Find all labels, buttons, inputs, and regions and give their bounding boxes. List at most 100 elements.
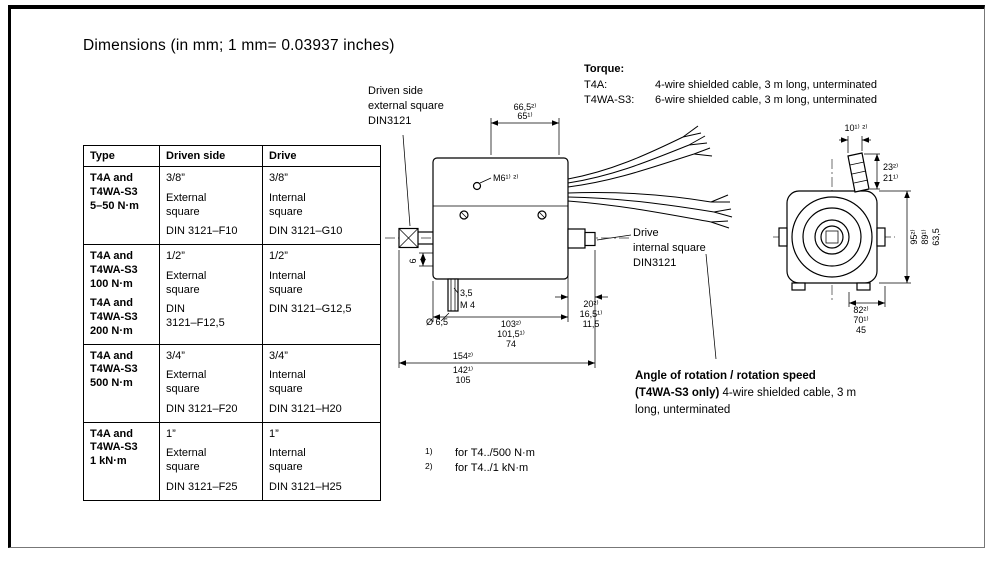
- angle-model: (T4WA-S3 only): [635, 387, 720, 399]
- mounting-tab: [778, 227, 788, 247]
- cell-line: DIN 3121–F10: [166, 225, 238, 238]
- cell-type: T4A and T4WA-S3 100 N·m T4A and T4WA-S3 …: [83, 244, 160, 345]
- cell-line: DIN 3121–H25: [269, 480, 342, 493]
- table-row: T4A and T4WA-S3 1 kN·m 1” External squar…: [83, 421, 381, 501]
- footnote-marker: 2): [425, 461, 433, 471]
- torque-title: Torque:: [584, 63, 625, 75]
- angle-text: long, unterminated: [635, 404, 731, 416]
- dim-length-mid: 103²⁾: [501, 319, 521, 329]
- page-title: Dimensions (in mm; 1 mm= 0.03937 inches): [83, 37, 395, 54]
- cell-line: DIN 3121–G12,5: [269, 303, 352, 316]
- cell-line: External square: [166, 191, 207, 218]
- cell-driven-side: 1” External square DIN 3121–F25: [159, 421, 263, 501]
- footnotes: 1)for T4../500 N·m 2) for T4../1 kN·m: [425, 446, 535, 476]
- cell-line: DIN 3121–H20: [269, 402, 342, 415]
- torque-row-text: 4-wire shielded cable, 3 m long, untermi…: [655, 78, 877, 91]
- technical-drawing: 66,5²⁾ 65¹⁾ M6¹⁾ ²⁾ 6 3,5 M 4 Ø 6,5: [385, 102, 941, 385]
- footnote-text: for T4../1 kN·m: [455, 462, 529, 474]
- cell-line: 3/4”: [269, 349, 288, 362]
- angle-text: 4-wire shielded cable, 3 m: [719, 387, 857, 399]
- mounting-tab: [876, 227, 886, 247]
- dim-m6: M6¹⁾ ²⁾: [493, 173, 518, 183]
- torque-row: T4WA-S3: 6-wire shielded cable, 3 m long,…: [584, 93, 877, 109]
- page-frame: Dimensions (in mm; 1 mm= 0.03937 inches)…: [8, 5, 985, 548]
- cell-drive: 1” Internal square DIN 3121–H25: [262, 421, 381, 501]
- dim-length-mid: 101,5¹⁾: [497, 329, 525, 339]
- cell-driven-side: 3/4” External square DIN 3121–F20: [159, 343, 263, 423]
- footnote: 1)for T4../500 N·m: [425, 446, 535, 461]
- side-view-dimensions: 66,5²⁾ 65¹⁾ M6¹⁾ ²⁾ 6 3,5 M 4 Ø 6,5: [398, 102, 608, 385]
- front-view-drawing: [773, 152, 895, 301]
- cell-line: 1/2”: [269, 250, 288, 262]
- cell-line: 1”: [269, 427, 279, 440]
- angle-title: Angle of rotation / rotation speed: [635, 370, 816, 382]
- dim-gland-height: 21¹⁾: [883, 173, 898, 183]
- dim-gland-width: 10¹⁾ ²⁾: [845, 123, 868, 133]
- table-row: T4A and T4WA-S3 5–50 N·m 3/8” External s…: [83, 166, 381, 245]
- dim-pin-diameter: Ø 6,5: [426, 317, 448, 327]
- footnote: 2) for T4../1 kN·m: [425, 461, 535, 476]
- cell-line: Internal square: [269, 447, 306, 473]
- type-text: T4A and T4WA-S3 200 N·m: [90, 297, 138, 337]
- dim-front-width: 45: [856, 325, 866, 335]
- dim-length-total: 154²⁾: [453, 351, 473, 361]
- foot: [791, 282, 806, 291]
- foot: [856, 282, 871, 291]
- side-view-drawing: [385, 125, 733, 312]
- angle-of-rotation-note: Angle of rotation / rotation speed (T4WA…: [635, 368, 856, 419]
- cell-type: T4A and T4WA-S3 5–50 N·m: [83, 166, 160, 245]
- cell-line: 3/8”: [166, 172, 185, 184]
- dim-stub: 20²⁾: [583, 299, 598, 309]
- dim-pin-thread: M 4: [460, 300, 475, 310]
- cell-line: 1”: [166, 427, 176, 440]
- dim-front-width: 70¹⁾: [853, 315, 868, 325]
- dim-6: 6: [408, 258, 418, 263]
- sensor-body: [432, 157, 569, 280]
- drive-stub: [567, 228, 596, 249]
- table-row: T4A and T4WA-S3 500 N·m 3/4” External sq…: [83, 343, 381, 423]
- cell-line: DIN 3121–F25: [166, 480, 238, 493]
- cell-drive: 3/4” Internal square DIN 3121–H20: [262, 343, 381, 423]
- front-body: [786, 190, 878, 284]
- dim-front-height: 95²⁾: [909, 229, 919, 244]
- torque-row-label: T4A:: [584, 78, 608, 91]
- cell-drive: 1/2” Internal square DIN 3121–G12,5: [262, 244, 381, 345]
- torque-row-label: T4WA-S3:: [584, 94, 635, 106]
- cell-driven-side: 1/2” External square DIN 3121–F12,5: [159, 244, 263, 345]
- angle-line: (T4WA-S3 only) 4-wire shielded cable, 3 …: [635, 385, 856, 402]
- cell-type: T4A and T4WA-S3 500 N·m: [83, 343, 160, 423]
- leader-lines: [402, 134, 717, 360]
- cable-bundles: [567, 125, 733, 229]
- driven-square: [398, 227, 419, 249]
- cell-drive: 3/8” Internal square DIN 3121–G10: [262, 166, 381, 245]
- dim-front-width: 82²⁾: [853, 305, 868, 315]
- dim-length-total: 142¹⁾: [453, 365, 473, 375]
- dim-gland-height: 23²⁾: [883, 162, 898, 172]
- torque-row-text: 6-wire shielded cable, 3 m long, untermi…: [655, 94, 877, 106]
- type-text: T4A and T4WA-S3 100 N·m: [90, 250, 138, 290]
- footnote-marker: 1): [425, 446, 433, 456]
- mounting-pin: [447, 278, 459, 312]
- cell-line: Internal square: [269, 269, 306, 296]
- cable-gland: [847, 152, 870, 193]
- front-view-dimensions: 10¹⁾ ²⁾ 23²⁾ 21¹⁾ 95²⁾ 89¹⁾ 63,5 82²⁾: [839, 123, 941, 335]
- dim-front-height: 63,5: [931, 228, 941, 246]
- dim-top-width: 66,5²⁾: [514, 102, 537, 112]
- type-text: T4A and T4WA-S3 5–50 N·m: [90, 172, 139, 212]
- torque-note: Torque: T4A: 4-wire shielded cable, 3 m l…: [584, 62, 877, 109]
- dim-length-mid: 74: [506, 339, 516, 349]
- spec-table: Type Driven side Drive T4A and T4WA-S3 5…: [83, 145, 381, 501]
- cell-line: External square: [166, 369, 207, 395]
- internal-square-hole: [825, 230, 839, 244]
- dim-front-height: 89¹⁾: [920, 229, 930, 244]
- dim-length-total: 105: [455, 375, 470, 385]
- cell-line: External square: [166, 447, 207, 473]
- cell-line: 1/2”: [166, 250, 185, 262]
- cell-line: 3/4”: [166, 349, 185, 362]
- col-header-driven-side: Driven side: [159, 145, 263, 167]
- cell-line: DIN 3121–F12,5: [166, 303, 225, 329]
- cell-line: External square: [166, 269, 207, 296]
- cell-line: Internal square: [269, 191, 306, 218]
- cell-line: Internal square: [269, 369, 306, 395]
